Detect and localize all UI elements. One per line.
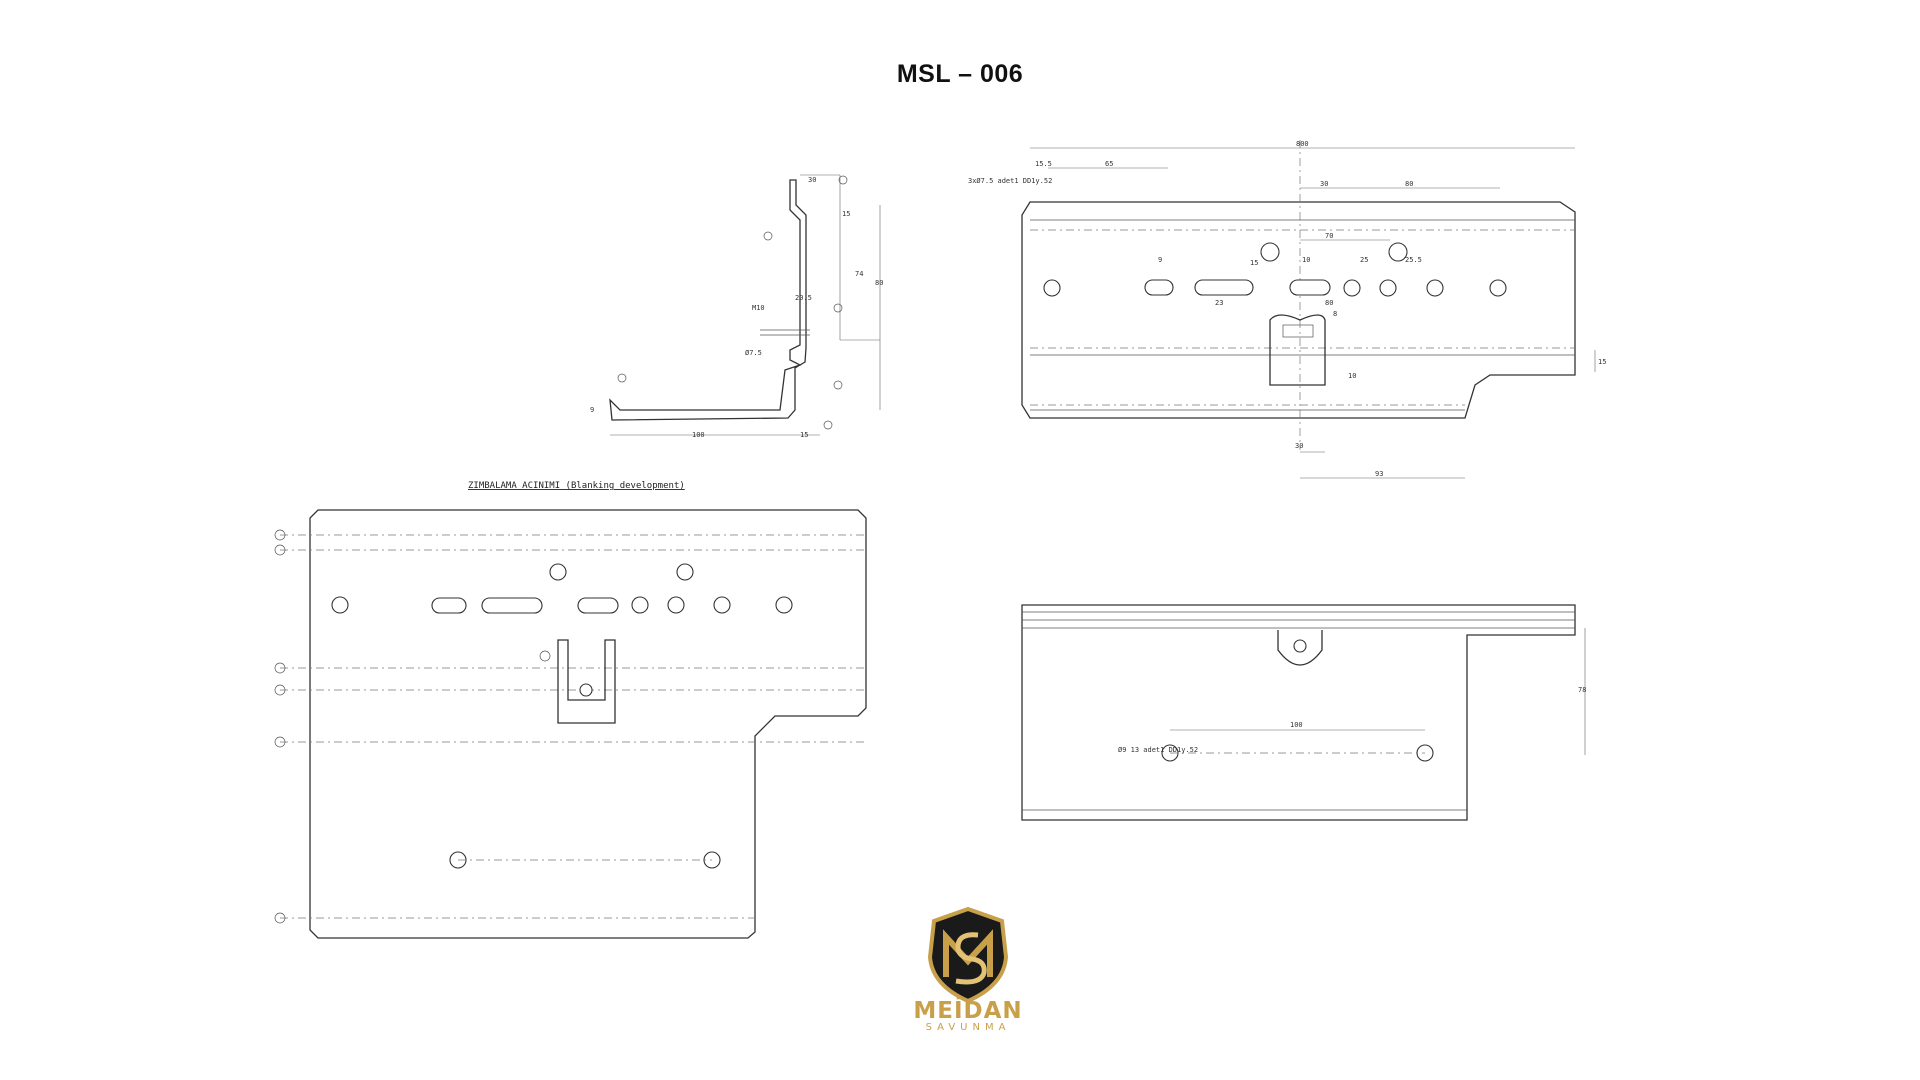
blanking-caption: ZIMBALAMA ACINIMI (Blanking development) [468,481,685,491]
brand-subtitle: SAVUNMA [925,1022,1011,1033]
hole-note: Ø9 13 adet1 DD1y.52 [1118,746,1198,754]
dim-label: 30 [1320,180,1328,188]
dim-label: 15 [800,431,808,439]
blanking-development-view: ZIMBALAMA ACINIMI (Blanking development) [274,481,867,939]
hole-note: 3xØ7.5 adet1 DD1y.52 [968,177,1052,185]
drawing-title: MSL – 006 [896,60,1024,88]
side-view: 100 78 Ø9 13 adet1 DD1y.52 [1021,604,1586,821]
dim-label: 15 [842,210,850,218]
dim-label: 9 [590,406,594,414]
dim-label: 10 [1302,256,1310,264]
dim-label: Ø7.5 [745,349,762,357]
dim-label: 800 [1296,140,1309,148]
dim-label: 100 [692,431,705,439]
dim-label: 15 [1250,259,1258,267]
dim-label: 80 [1325,299,1333,307]
dim-label: 78 [1578,686,1586,694]
dim-label: 23 [1215,299,1223,307]
meidan-logo [927,906,1009,1004]
dim-label: 74 [855,270,863,278]
profile-section-view: 30 15 74 80 M10 20.5 Ø7.5 9 100 15 [590,174,883,439]
dim-label: 70 [1325,232,1333,240]
dim-label: 65 [1105,160,1113,168]
dim-label: 100 [1290,721,1303,729]
dim-label: 30 [1295,442,1303,450]
dim-label: 25.5 [1405,256,1422,264]
dim-label: 25 [1360,256,1368,264]
dim-label: 30 [808,176,816,184]
top-view: 800 15.5 65 30 80 70 9 15 10 25 25.5 23 … [968,140,1606,479]
brand-name: MEİDAN [913,998,1023,1024]
dim-label: 9 [1158,256,1162,264]
dim-label: 93 [1375,470,1383,478]
dim-label: 15.5 [1035,160,1052,168]
dim-label: 8 [1333,310,1337,318]
dim-label: 15 [1598,358,1606,366]
dim-label: 80 [1405,180,1413,188]
dim-label: 20.5 [795,294,812,302]
dim-label: 80 [875,279,883,287]
dim-label: M10 [752,304,765,312]
dim-label: 10 [1348,372,1356,380]
